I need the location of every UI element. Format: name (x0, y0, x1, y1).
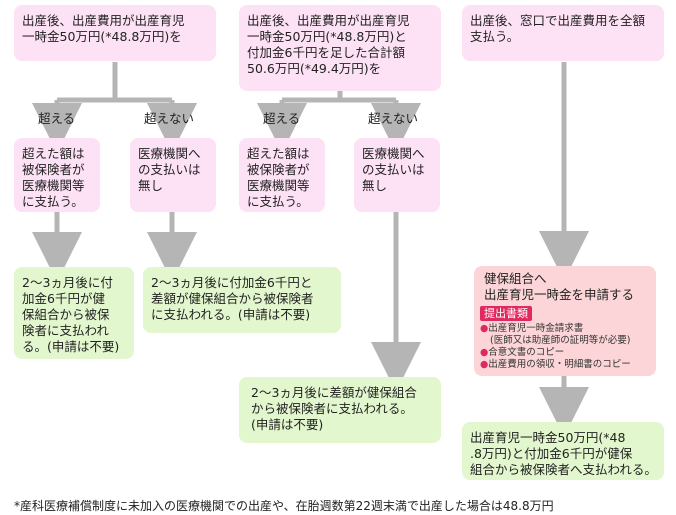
no-payment-text-2: 医療機関へ の支払いは 無し (362, 146, 425, 193)
condition-text-3: 出産後、窓口で出産費用を全額 支払う。 (470, 13, 646, 44)
footnote: *産科医療補償制度に未加入の医療機関での出産や、在胎週数第22週末満で出産した場… (14, 499, 554, 513)
result-box-3: 2～3ヵ月後に差額が健保組合 から被保険者に支払われる。 (申請は不要) (239, 377, 441, 443)
condition-box-2: 出産後、出産費用が出産育児 一時金50万円(*48.8万円)と 付加金6千円を足… (239, 5, 441, 91)
exceed-text-2: 超えた額は 被保険者が 医療機関等 に支払う。 (247, 146, 310, 209)
bullet-icon: ● (480, 323, 489, 334)
document-item-3-text: 出産費用の領収・明細書のコピー (488, 359, 631, 370)
no-payment-box-1: 医療機関へ の支払いは 無し (130, 138, 216, 212)
result-text-3: 2～3ヵ月後に差額が健保組合 から被保険者に支払われる。 (申請は不要) (251, 385, 417, 432)
document-item-2: ●合意文書のコピー (480, 347, 564, 359)
document-item-1-note: (医師又は助産師の証明等が必要) (490, 335, 631, 346)
condition-text-2: 出産後、出産費用が出産育児 一時金50万円(*48.8万円)と 付加金6千円を足… (247, 13, 410, 76)
no-payment-text-1: 医療機関へ の支払いは 無し (138, 146, 201, 193)
result-text-1: 2～3ヵ月後に付 加金6千円が健 保組合から被保 険者に支払われ る。(申請は不… (22, 275, 120, 354)
no-payment-box-2: 医療機関へ の支払いは 無し (354, 138, 440, 212)
exceed-box-2: 超えた額は 被保険者が 医療機関等 に支払う。 (239, 138, 325, 212)
exceed-text-1: 超えた額は 被保険者が 医療機関等 に支払う。 (22, 146, 85, 209)
documents-badge: 提出書類 (480, 306, 532, 321)
result-text-4: 出産育児一時金50万円(*48 .8万円)と付加金6千円が健保 組合から被保険者… (470, 430, 657, 477)
exceed-box-1: 超えた額は 被保険者が 医療機関等 に支払う。 (14, 138, 100, 212)
result-box-1: 2～3ヵ月後に付 加金6千円が健 保組合から被保 険者に支払われ る。(申請は不… (14, 267, 134, 359)
document-item-1: ●出産育児一時金請求書 (480, 323, 583, 335)
apply-title: 健保組合へ 出産育児一時金を申請する (484, 271, 635, 302)
document-item-1-text: 出産育児一時金請求書 (488, 323, 584, 334)
label-exceed-2: 超える (263, 111, 301, 126)
result-text-2: 2～3ヵ月後に付加金6千円と 差額が健保組合から被保険者 に支払われる。(申請は… (151, 275, 314, 322)
document-item-2-text: 合意文書のコピー (488, 347, 565, 358)
apply-box: 健保組合へ 出産育児一時金を申請する 提出書類 ●出産育児一時金請求書 (医師又… (474, 266, 656, 376)
label-not-exceed-2: 超えない (368, 111, 419, 126)
document-item-3: ●出産費用の領収・明細書のコピー (480, 359, 631, 371)
condition-box-3: 出産後、窓口で出産費用を全額 支払う。 (462, 5, 664, 61)
condition-box-1: 出産後、出産費用が出産育児 一時金50万円(*48.8万円)を (14, 5, 216, 61)
result-box-4: 出産育児一時金50万円(*48 .8万円)と付加金6千円が健保 組合から被保険者… (462, 422, 664, 480)
label-exceed-1: 超える (38, 111, 76, 126)
bullet-icon: ● (480, 347, 489, 358)
bullet-icon: ● (480, 359, 489, 370)
result-box-2: 2～3ヵ月後に付加金6千円と 差額が健保組合から被保険者 に支払われる。(申請は… (143, 267, 341, 333)
label-not-exceed-1: 超えない (144, 111, 195, 126)
condition-text-1: 出産後、出産費用が出産育児 一時金50万円(*48.8万円)を (22, 13, 185, 44)
